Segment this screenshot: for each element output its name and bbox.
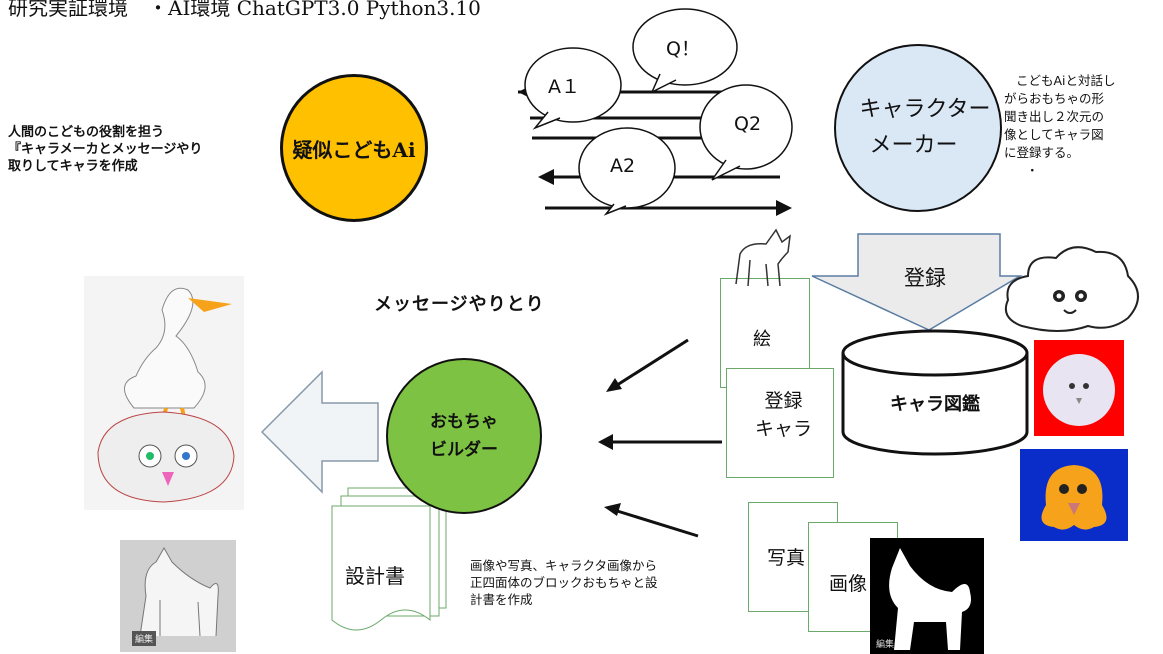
register-label: 登録 xyxy=(904,266,946,290)
dog-silhouette-image: 編集 xyxy=(870,538,984,654)
left-note-line: 取りしてキャラを作成 xyxy=(8,159,138,174)
octopus-character-image xyxy=(1020,449,1128,541)
page-title: 研究実証環境 ・AI環境 ChatGPT3.0 Python3.10 xyxy=(8,0,481,20)
toy-dog-image: 編集 xyxy=(120,540,236,652)
bubble-a1: A１ xyxy=(548,76,580,98)
left-note-line: 人間のこどもの役割を担う xyxy=(8,125,165,140)
right-note-line: がらおもちゃの形 xyxy=(1004,91,1105,106)
registered-chara-label: キャラ xyxy=(755,418,813,440)
right-note-line: ・ xyxy=(1026,163,1039,178)
chara-book-cylinder xyxy=(841,329,1029,456)
right-note-line: 像としてキャラ図 xyxy=(1004,127,1104,142)
photo-doc-label: 写真 xyxy=(767,547,806,569)
pseudo-child-ai-node: 疑似こどもAi xyxy=(280,74,428,222)
registered-chara-doc: 登録 キャラ xyxy=(726,368,834,478)
right-note-line: 聞き出し２次元の xyxy=(1004,109,1105,124)
spec-doc-label: 設計書 xyxy=(345,564,405,588)
pseudo-child-ai-label: 疑似こどもAi xyxy=(292,137,416,162)
toy-builder-node: おもちゃ ビルダー xyxy=(386,358,542,514)
bottom-note-line: 正四面体のブロックおもちゃと設 xyxy=(470,575,658,590)
bottom-note-line: 画像や写真、キャラクタ画像から xyxy=(470,558,658,573)
right-note-line: に登録する。 xyxy=(1004,145,1080,160)
left-note: 人間のこどもの役割を担う 『キャラメーカとメッセージやり 取りしてキャラを作成 xyxy=(8,124,263,175)
arrow-from-photo xyxy=(613,508,699,538)
toy-builder-label: おもちゃ xyxy=(430,412,498,432)
chara-maker-label: メーカー xyxy=(869,133,958,158)
bottom-note: 画像や写真、キャラクタ画像から 正四面体のブロックおもちゃと設 計書を作成 xyxy=(470,557,658,608)
bubble-q2: Q2 xyxy=(734,113,762,135)
bubble-a2: A2 xyxy=(610,155,636,177)
bubble-q1: Q！ xyxy=(666,38,700,60)
right-note-line: こどもAiと対話し xyxy=(1016,73,1116,88)
bottom-note-line: 計書を作成 xyxy=(470,592,533,607)
registered-chara-label: 登録 xyxy=(764,390,803,412)
ball-character-image xyxy=(1034,340,1124,436)
output-arrow xyxy=(260,370,379,494)
picture-doc-label: 絵 xyxy=(753,329,771,350)
chara-maker-node: キャラクター メーカー xyxy=(834,44,1002,212)
cloud-character xyxy=(1004,246,1139,332)
register-arrow xyxy=(811,233,1023,331)
chara-book-label: キャラ図鑑 xyxy=(890,394,980,415)
toy-duck-image xyxy=(84,276,244,510)
chara-maker-label: キャラクター xyxy=(859,97,991,122)
left-note-line: 『キャラメーカとメッセージやり xyxy=(8,142,203,157)
spec-document-stack xyxy=(331,487,447,631)
arrow-from-picture xyxy=(613,338,689,389)
edit-label: 編集 xyxy=(132,631,157,646)
message-exchange-label: メッセージやりとり xyxy=(374,294,545,315)
dog-sketch-image xyxy=(726,224,796,296)
right-note: こどもAiと対話し がらおもちゃの形 聞き出し２次元の 像としてキャラ図 に登録… xyxy=(1004,72,1163,180)
toy-builder-label: ビルダー xyxy=(430,440,498,460)
image-doc-label: 画像 xyxy=(829,573,868,595)
edit-label: 編集 xyxy=(876,640,895,650)
